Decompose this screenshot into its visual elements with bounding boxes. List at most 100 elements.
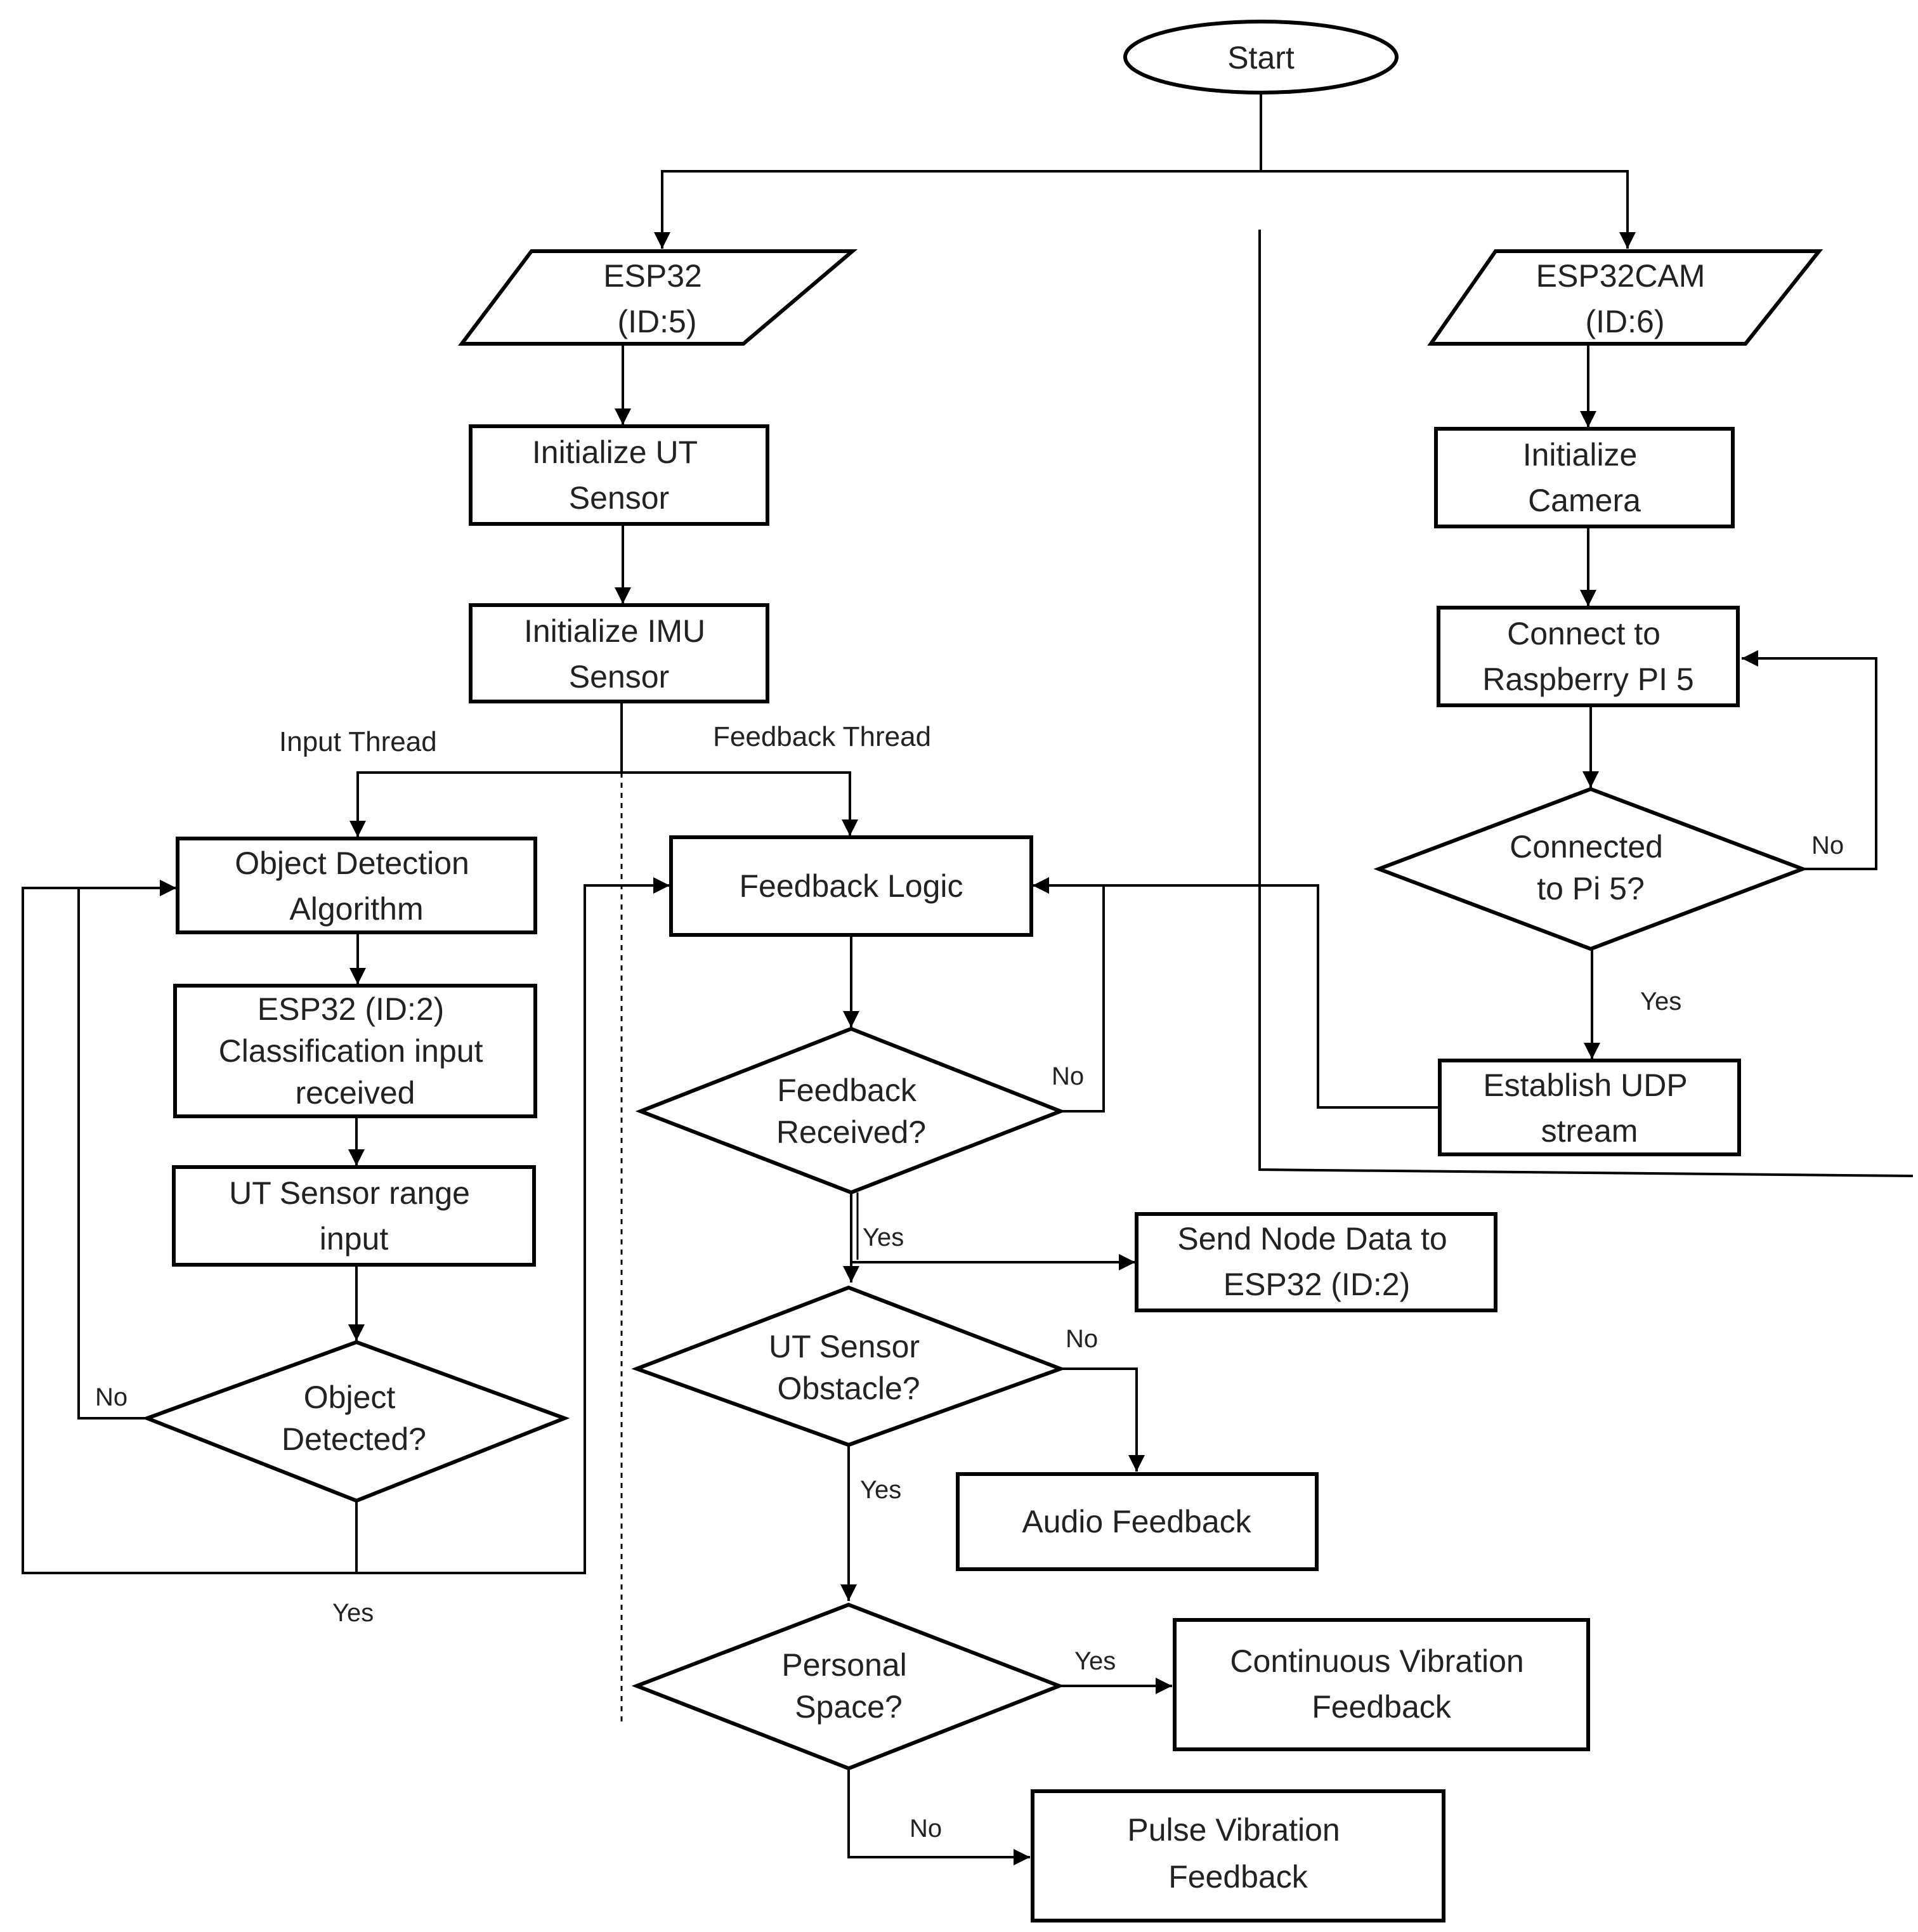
node-pulse-vibration: Pulse Vibration Feedback bbox=[1031, 1789, 1445, 1922]
node-object-detection-algorithm: Object Detection Algorithm bbox=[176, 837, 537, 934]
object-detected-line2: Detected? bbox=[282, 1421, 426, 1457]
personal-yes-label: Yes bbox=[1074, 1647, 1116, 1675]
classification-line3: received bbox=[296, 1075, 415, 1111]
init-imu-line2: Sensor bbox=[569, 659, 669, 695]
svg-text:Connect to Raspberry PI: Connect to Raspberry PI 5 bbox=[1482, 616, 1693, 697]
esp32cam-line1: ESP32CAM bbox=[1536, 258, 1706, 294]
node-start: Start bbox=[1123, 20, 1399, 95]
feedback-thread-label: Feedback Thread bbox=[713, 721, 931, 752]
feedback-received-line1: Feedback bbox=[777, 1073, 917, 1108]
personal-space-line2: Space? bbox=[795, 1689, 903, 1725]
personal-no-label: No bbox=[910, 1815, 942, 1843]
connectors bbox=[22, 94, 1914, 1865]
init-ut-line1: Initialize UT bbox=[532, 434, 698, 470]
feedback-yes-label: Yes bbox=[863, 1224, 904, 1251]
pulse-line1: Pulse Vibration bbox=[1127, 1812, 1340, 1848]
edge-start-split bbox=[654, 94, 1262, 249]
svg-text:Send Node Data to ESP32: Send Node Data to ESP32 (ID:2) bbox=[1177, 1221, 1456, 1302]
feedback-no-label: No bbox=[1052, 1062, 1084, 1090]
pulse-line2: Feedback bbox=[1168, 1859, 1308, 1895]
edge-outer-loop bbox=[22, 880, 358, 1574]
esp32-id5-line1: ESP32 bbox=[603, 258, 702, 294]
edge-personal-no-to-pulse bbox=[847, 1768, 1030, 1865]
feedback-received-line2: Received? bbox=[776, 1114, 926, 1150]
node-esp32-id5: ESP32 (ID:5) bbox=[457, 249, 858, 346]
node-initialize-camera: Initialize Camera bbox=[1434, 427, 1735, 528]
svg-text:ESP32CAM (ID:6): ESP32CAM (ID:6) bbox=[1536, 258, 1714, 339]
esp32-id5-line2: (ID:5) bbox=[618, 304, 697, 339]
init-imu-line1: Initialize IMU bbox=[524, 613, 705, 649]
svg-text:Establish UDP stream: Establish UDP stream bbox=[1483, 1067, 1695, 1149]
edge-connected-no-loop bbox=[1742, 650, 1877, 870]
node-feedback-received-decision: Feedback Received? bbox=[635, 1026, 1066, 1195]
edge-start-to-esp32cam bbox=[1261, 170, 1636, 249]
svg-text:Connected to Pi 5?: Connected to Pi 5? bbox=[1510, 829, 1672, 906]
object-detection-line2: Algorithm bbox=[289, 891, 423, 927]
classification-line1: ESP32 (ID:2) bbox=[258, 991, 445, 1027]
edge-to-feedback-logic bbox=[622, 771, 858, 836]
svg-text:Object Detected?: Object Detected? bbox=[282, 1380, 426, 1457]
node-ut-sensor-obstacle-decision: UT Sensor Obstacle? bbox=[631, 1285, 1066, 1447]
node-feedback-logic: Feedback Logic bbox=[669, 835, 1033, 937]
node-audio-feedback: Audio Feedback bbox=[956, 1472, 1319, 1571]
svg-text:Initialize IMU Sensor: Initialize IMU Sensor bbox=[524, 613, 714, 695]
svg-text:Feedback Logic: Feedback Logic bbox=[739, 868, 963, 904]
node-continuous-vibration: Continuous Vibration Feedback bbox=[1173, 1618, 1590, 1751]
feedback-logic-line1: Feedback Logic bbox=[739, 868, 963, 904]
ut-range-line1: UT Sensor range bbox=[229, 1175, 470, 1211]
esp32cam-group-bracket bbox=[1258, 230, 1914, 1177]
svg-text:Audio Feedback: Audio Feedback bbox=[1022, 1504, 1251, 1539]
object-detection-line1: Object Detection bbox=[235, 845, 469, 881]
ut-range-line2: input bbox=[320, 1221, 389, 1256]
svg-text:UT Sensor Obstacle?: UT Sensor Obstacle? bbox=[769, 1329, 929, 1406]
connect-pi-line1: Connect to bbox=[1507, 616, 1660, 651]
send-node-line2: ESP32 (ID:2) bbox=[1223, 1267, 1411, 1302]
svg-text:UT Sensor range input: UT Sensor range input bbox=[229, 1175, 479, 1256]
connected-yes-label: Yes bbox=[1640, 988, 1681, 1015]
personal-space-line1: Personal bbox=[781, 1647, 906, 1683]
init-camera-line1: Initialize bbox=[1523, 437, 1638, 473]
connected-no-label: No bbox=[1811, 832, 1844, 859]
init-camera-line2: Camera bbox=[1528, 483, 1641, 518]
object-yes-label: Yes bbox=[332, 1599, 374, 1627]
object-no-label: No bbox=[95, 1383, 127, 1411]
edge-obstacle-no-to-audio bbox=[1060, 1367, 1145, 1472]
svg-text:Initialize Camera: Initialize Camera bbox=[1523, 437, 1647, 518]
node-ut-sensor-range-input: UT Sensor range input bbox=[172, 1165, 536, 1267]
esp32cam-line2: (ID:6) bbox=[1586, 304, 1665, 339]
node-connected-to-pi-decision: Connected to Pi 5? bbox=[1373, 787, 1808, 951]
object-detected-line1: Object bbox=[304, 1380, 396, 1415]
svg-text:Start: Start bbox=[1227, 40, 1295, 75]
udp-line1: Establish UDP bbox=[1483, 1067, 1686, 1103]
connected-pi-line1: Connected bbox=[1510, 829, 1663, 865]
node-establish-udp-stream: Establish UDP stream bbox=[1438, 1059, 1741, 1156]
udp-line2: stream bbox=[1541, 1113, 1638, 1149]
node-initialize-imu-sensor: Initialize IMU Sensor bbox=[469, 603, 769, 703]
edge-to-object-detection bbox=[349, 771, 622, 837]
obstacle-yes-label: Yes bbox=[860, 1476, 901, 1504]
svg-text:Personal Space?: Personal Space? bbox=[781, 1647, 915, 1725]
connect-pi-line2: Raspberry PI 5 bbox=[1482, 662, 1693, 697]
send-node-line1: Send Node Data to bbox=[1177, 1221, 1447, 1256]
node-object-detected-decision: Object Detected? bbox=[141, 1340, 570, 1503]
node-classification-input: ESP32 (ID:2) Classification input receiv… bbox=[173, 984, 537, 1118]
input-thread-label: Input Thread bbox=[279, 726, 437, 757]
svg-text:Feedback Received?: Feedback Received? bbox=[776, 1073, 926, 1150]
svg-text:Object Detection Algorit: Object Detection Algorithm bbox=[235, 845, 478, 927]
classification-line2: Classification input bbox=[219, 1033, 483, 1069]
node-esp32cam: ESP32CAM (ID:6) bbox=[1427, 249, 1823, 346]
audio-feedback-line1: Audio Feedback bbox=[1022, 1504, 1251, 1539]
svg-text:ESP32 (ID:2) Classificat: ESP32 (ID:2) Classification input receiv… bbox=[219, 991, 492, 1111]
init-ut-line2: Sensor bbox=[569, 480, 669, 516]
continuous-line2: Feedback bbox=[1312, 1689, 1452, 1725]
edge-udp-to-feedback-logic bbox=[1033, 877, 1440, 1109]
node-personal-space-decision: Personal Space? bbox=[631, 1602, 1065, 1771]
connected-pi-line2: to Pi 5? bbox=[1537, 871, 1645, 906]
node-initialize-ut-sensor: Initialize UT Sensor bbox=[469, 424, 769, 526]
svg-text:ESP32 (ID:5): ESP32 (ID:5) bbox=[603, 258, 711, 339]
node-send-node-data: Send Node Data to ESP32 (ID:2) bbox=[1135, 1212, 1497, 1312]
obstacle-line1: UT Sensor bbox=[769, 1329, 920, 1364]
edge-object-no-loop bbox=[77, 880, 176, 1420]
obstacle-line2: Obstacle? bbox=[777, 1371, 920, 1406]
